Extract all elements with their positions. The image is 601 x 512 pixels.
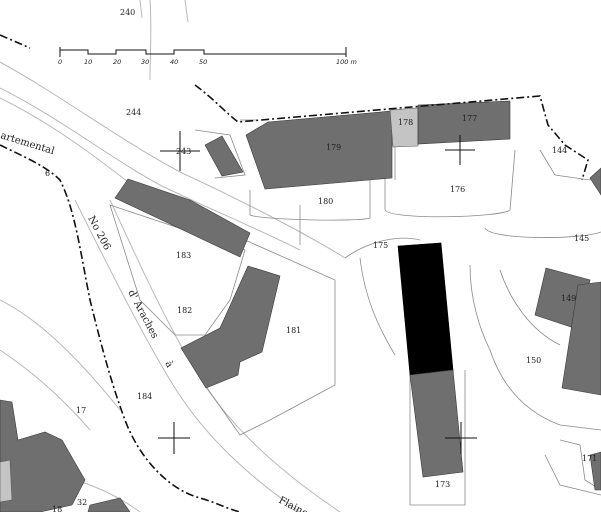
parcel-label: 183 xyxy=(176,251,191,260)
parcel-labels: 240 244 243 179 178 177 144 176 180 175 … xyxy=(45,8,597,512)
building-175-black xyxy=(397,242,454,376)
street-label-flaine: Flaine xyxy=(277,495,310,512)
parcel-label: 145 xyxy=(574,234,589,243)
scale-tick-label: 10 xyxy=(84,58,92,66)
building-171 xyxy=(589,451,601,491)
parcel-label: 240 xyxy=(120,8,135,17)
parcel-label: 184 xyxy=(137,392,152,401)
parcel-label: 181 xyxy=(286,326,301,335)
building-144-east xyxy=(589,167,601,196)
boundaries xyxy=(0,34,589,512)
parcel-label: 244 xyxy=(126,108,141,117)
parcel-label: 176 xyxy=(450,185,465,194)
building-183 xyxy=(114,178,251,258)
scale-tick-label: 20 xyxy=(113,58,121,66)
scale-tick-label: 50 xyxy=(199,58,207,66)
building-173 xyxy=(409,369,464,478)
parcel-label: 179 xyxy=(326,143,341,152)
street-label-no206: No 206 xyxy=(85,214,112,252)
parcel-label: 178 xyxy=(398,118,413,127)
parcel-label: 17 xyxy=(76,406,86,415)
parcel-label: 177 xyxy=(462,114,477,123)
parcel-label: 32 xyxy=(77,498,87,507)
scale-end-label: 100 m xyxy=(336,58,357,66)
parcel-label: 175 xyxy=(373,241,388,250)
cross-mark xyxy=(445,135,475,165)
parcel-label: 144 xyxy=(552,146,567,155)
street-label-a: à xyxy=(162,359,175,369)
buildings xyxy=(0,100,601,512)
building-17-light xyxy=(0,459,13,503)
parcel-label: 149 xyxy=(561,294,576,303)
building-149-east xyxy=(561,281,601,396)
parcel-label: 6 xyxy=(45,169,50,178)
building-179 xyxy=(245,110,393,190)
scale-tick-label: 30 xyxy=(141,58,149,66)
street-label-departemental: artemental xyxy=(0,130,56,157)
cross-mark xyxy=(158,422,190,454)
parcel-label: 171 xyxy=(582,454,597,463)
building-177 xyxy=(417,100,511,145)
parcel-label: 173 xyxy=(435,480,450,489)
building-17-cluster xyxy=(0,399,86,512)
building-181 xyxy=(180,265,281,389)
scale-bar: 0 10 20 30 40 50 100 m xyxy=(58,47,357,66)
scale-tick-label: 40 xyxy=(170,58,178,66)
building-243 xyxy=(204,135,244,177)
parcel-label: 150 xyxy=(526,356,541,365)
building-178 xyxy=(389,107,419,148)
parcel-label: 180 xyxy=(318,197,333,206)
scale-tick-label: 0 xyxy=(58,58,62,66)
building-bottom xyxy=(87,497,131,512)
parcel-label: 18 xyxy=(52,505,62,512)
parcel-label: 182 xyxy=(177,306,192,315)
survey-crosses xyxy=(158,131,477,454)
cross-mark xyxy=(160,131,200,171)
cross-mark xyxy=(445,422,477,454)
parcel-label: 243 xyxy=(176,147,191,156)
